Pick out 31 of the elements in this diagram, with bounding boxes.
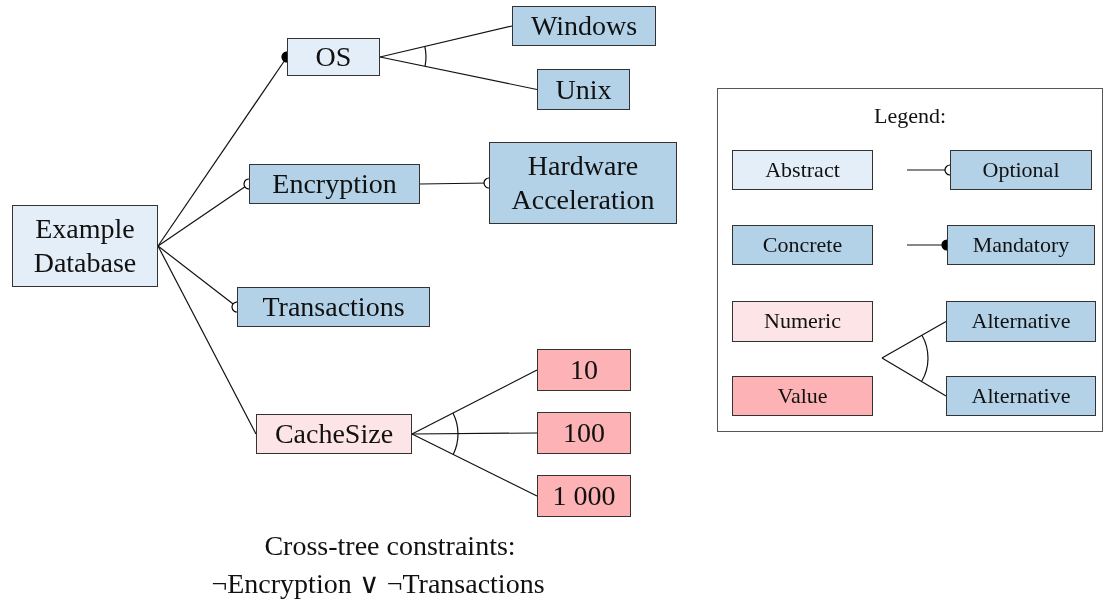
legend-panel <box>717 88 1103 432</box>
feature-box: Windows <box>512 6 656 46</box>
feature-box: Hardware Acceleration <box>489 142 677 224</box>
feature-box: CacheSize <box>256 414 412 454</box>
feature-box: Unix <box>537 69 630 110</box>
feature-box: 10 <box>537 349 631 391</box>
constraint-text: Cross-tree constraints: <box>264 530 516 562</box>
feature-box: Abstract <box>732 150 873 190</box>
feature-box: Mandatory <box>947 225 1095 265</box>
alternative-connector <box>379 25 513 58</box>
feature-box: Transactions <box>237 287 430 327</box>
alternative-connector <box>881 357 947 397</box>
feature-box: OS <box>287 38 380 76</box>
feature-box: Alternative <box>946 301 1096 342</box>
alternative-connector <box>411 433 538 497</box>
alternative-connector <box>411 369 538 435</box>
feature-box: Example Database <box>12 205 158 287</box>
alternative-connector <box>411 432 538 435</box>
feature-box: 100 <box>537 412 631 454</box>
alternative-connector <box>379 56 538 91</box>
feature-box: Alternative <box>946 376 1096 416</box>
alternative-connector <box>881 320 947 359</box>
feature-box: Numeric <box>732 301 873 342</box>
feature-box: Optional <box>950 150 1092 190</box>
legend-heading: Legend: <box>873 103 947 130</box>
constraint-text: ¬Encryption ∨ ¬Transactions <box>211 567 545 600</box>
feature-box: Value <box>732 376 873 416</box>
feature-box: Concrete <box>732 225 873 265</box>
feature-box: 1 000 <box>537 475 631 517</box>
connector <box>157 245 257 435</box>
feature-box: Encryption <box>249 164 420 204</box>
